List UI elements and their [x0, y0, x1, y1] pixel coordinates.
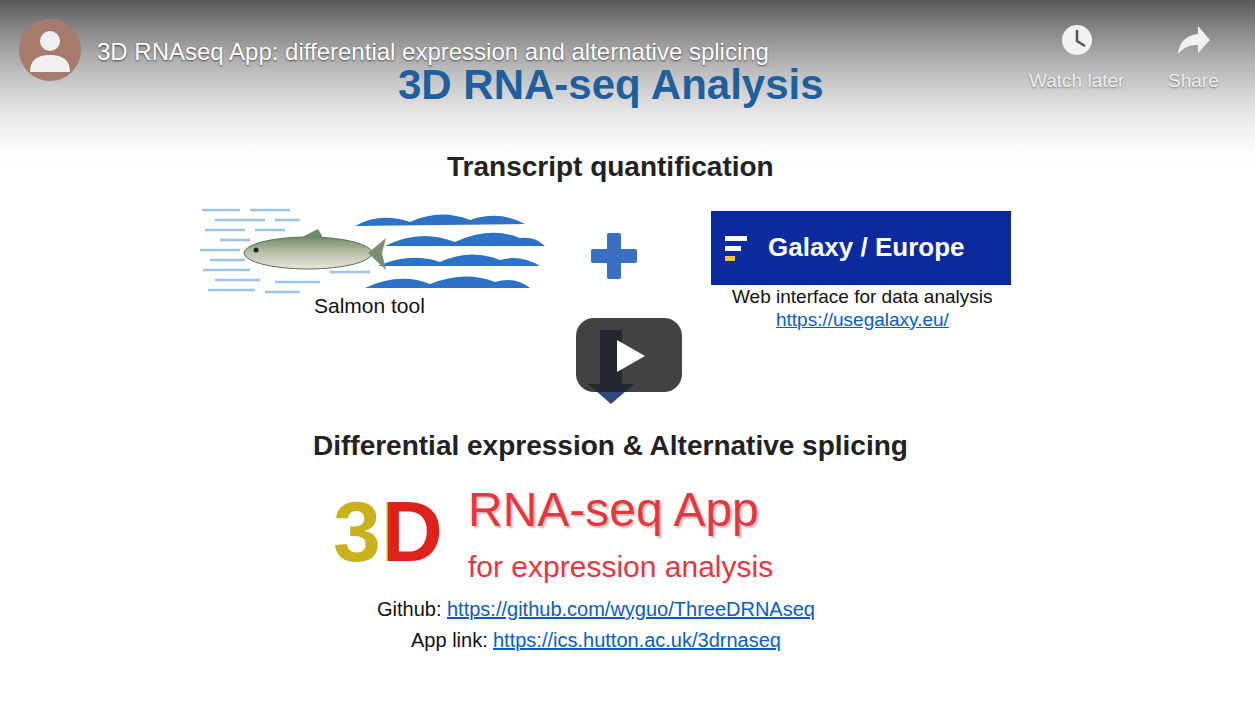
galaxy-box: Galaxy / Europe	[711, 211, 1011, 285]
wave-shapes	[355, 214, 545, 288]
video-title: 3D RNAseq App: differential expression a…	[97, 38, 769, 66]
section-heading: Differential expression & Alternative sp…	[313, 430, 908, 462]
caption: Web interface for data analysis	[732, 286, 993, 308]
link: https://ics.hutton.ac.uk/3drnaseq	[493, 629, 781, 652]
logo-bar	[725, 246, 741, 251]
link: https://usegalaxy.eu/	[776, 309, 949, 331]
logo-text: 3D	[333, 482, 443, 581]
link: https://github.com/wyguo/ThreeDRNAseq	[447, 598, 815, 621]
slide-title: 3D RNA-seq Analysis	[398, 61, 824, 109]
box-text: Galaxy / Europe	[768, 233, 965, 263]
share-icon	[1178, 26, 1210, 54]
logo-icon	[725, 232, 765, 272]
salmon-fish	[244, 229, 386, 270]
button-label: Share	[1168, 70, 1219, 92]
app-name: RNA-seq App	[468, 482, 759, 537]
section-heading: Transcript quantification	[447, 151, 774, 183]
link-label: Github:	[377, 598, 441, 621]
caption: Salmon tool	[314, 294, 425, 318]
app-subtitle: for expression analysis	[468, 550, 773, 585]
avatar-icon	[19, 19, 81, 81]
clock-icon	[1062, 25, 1092, 55]
button-label: Watch later	[1029, 70, 1124, 92]
logo-bar	[725, 236, 747, 241]
plus-symbol	[591, 233, 637, 279]
play-button	[576, 318, 682, 392]
header-shade	[0, 0, 1255, 175]
logo-bar	[725, 256, 735, 261]
link-label: App link:	[411, 629, 488, 652]
